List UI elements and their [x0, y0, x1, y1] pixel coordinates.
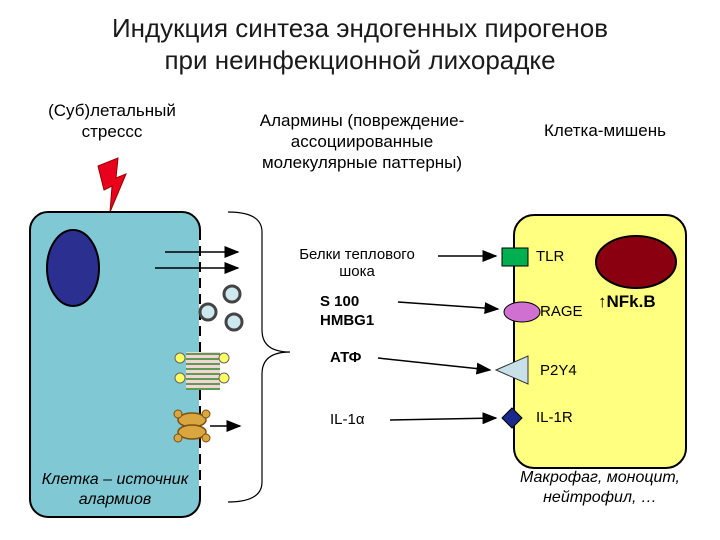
vesicle: [222, 284, 242, 304]
target-nucleus: [595, 235, 677, 289]
nfkb-text: NFk.B: [606, 292, 656, 311]
atp-channel-icon: [174, 352, 230, 390]
il1a-label: IL-1α: [330, 411, 365, 428]
source-cell-caption: Клетка – источник алармиов: [41, 471, 189, 508]
il1r-receptor: [501, 407, 523, 429]
stress-label: (Суб)летальный стресcс: [48, 101, 176, 141]
source-nucleus: [46, 229, 100, 307]
s100-label: S 100: [320, 293, 360, 310]
tlr-label: TLR: [536, 248, 565, 265]
vesicle: [224, 312, 244, 332]
target-cell-caption: Макрофаг, моноцит, нейтрофил, …: [519, 469, 680, 506]
hsp-label: Белки теплового шока: [282, 246, 432, 280]
il1-release-icon: [173, 409, 211, 443]
up-arrow-icon: ↑: [598, 292, 607, 311]
tlr-receptor: [501, 247, 529, 267]
nfkb-label: ↑NFk.B: [598, 292, 656, 312]
vesicle: [198, 302, 218, 322]
target-cell-header: Клетка-мишень: [544, 121, 666, 140]
hmbg1-label: HMBG1: [320, 312, 375, 329]
rage-label: RAGE: [540, 303, 583, 320]
page-title: Индукция синтеза эндогенных пирогенов пр…: [111, 13, 609, 75]
brace: [227, 211, 291, 503]
atp-label: АТФ: [330, 349, 362, 366]
hsp-label-text: Белки теплового шока: [299, 246, 415, 280]
alarmins-header: Алармины (повреждение-ассоциированные мо…: [259, 111, 465, 172]
il1r-label: IL-1R: [536, 409, 573, 426]
lightning-icon: [97, 157, 127, 213]
p2y4-label: P2Y4: [540, 362, 577, 379]
rage-receptor: [503, 301, 541, 323]
p2y4-receptor: [494, 355, 529, 385]
